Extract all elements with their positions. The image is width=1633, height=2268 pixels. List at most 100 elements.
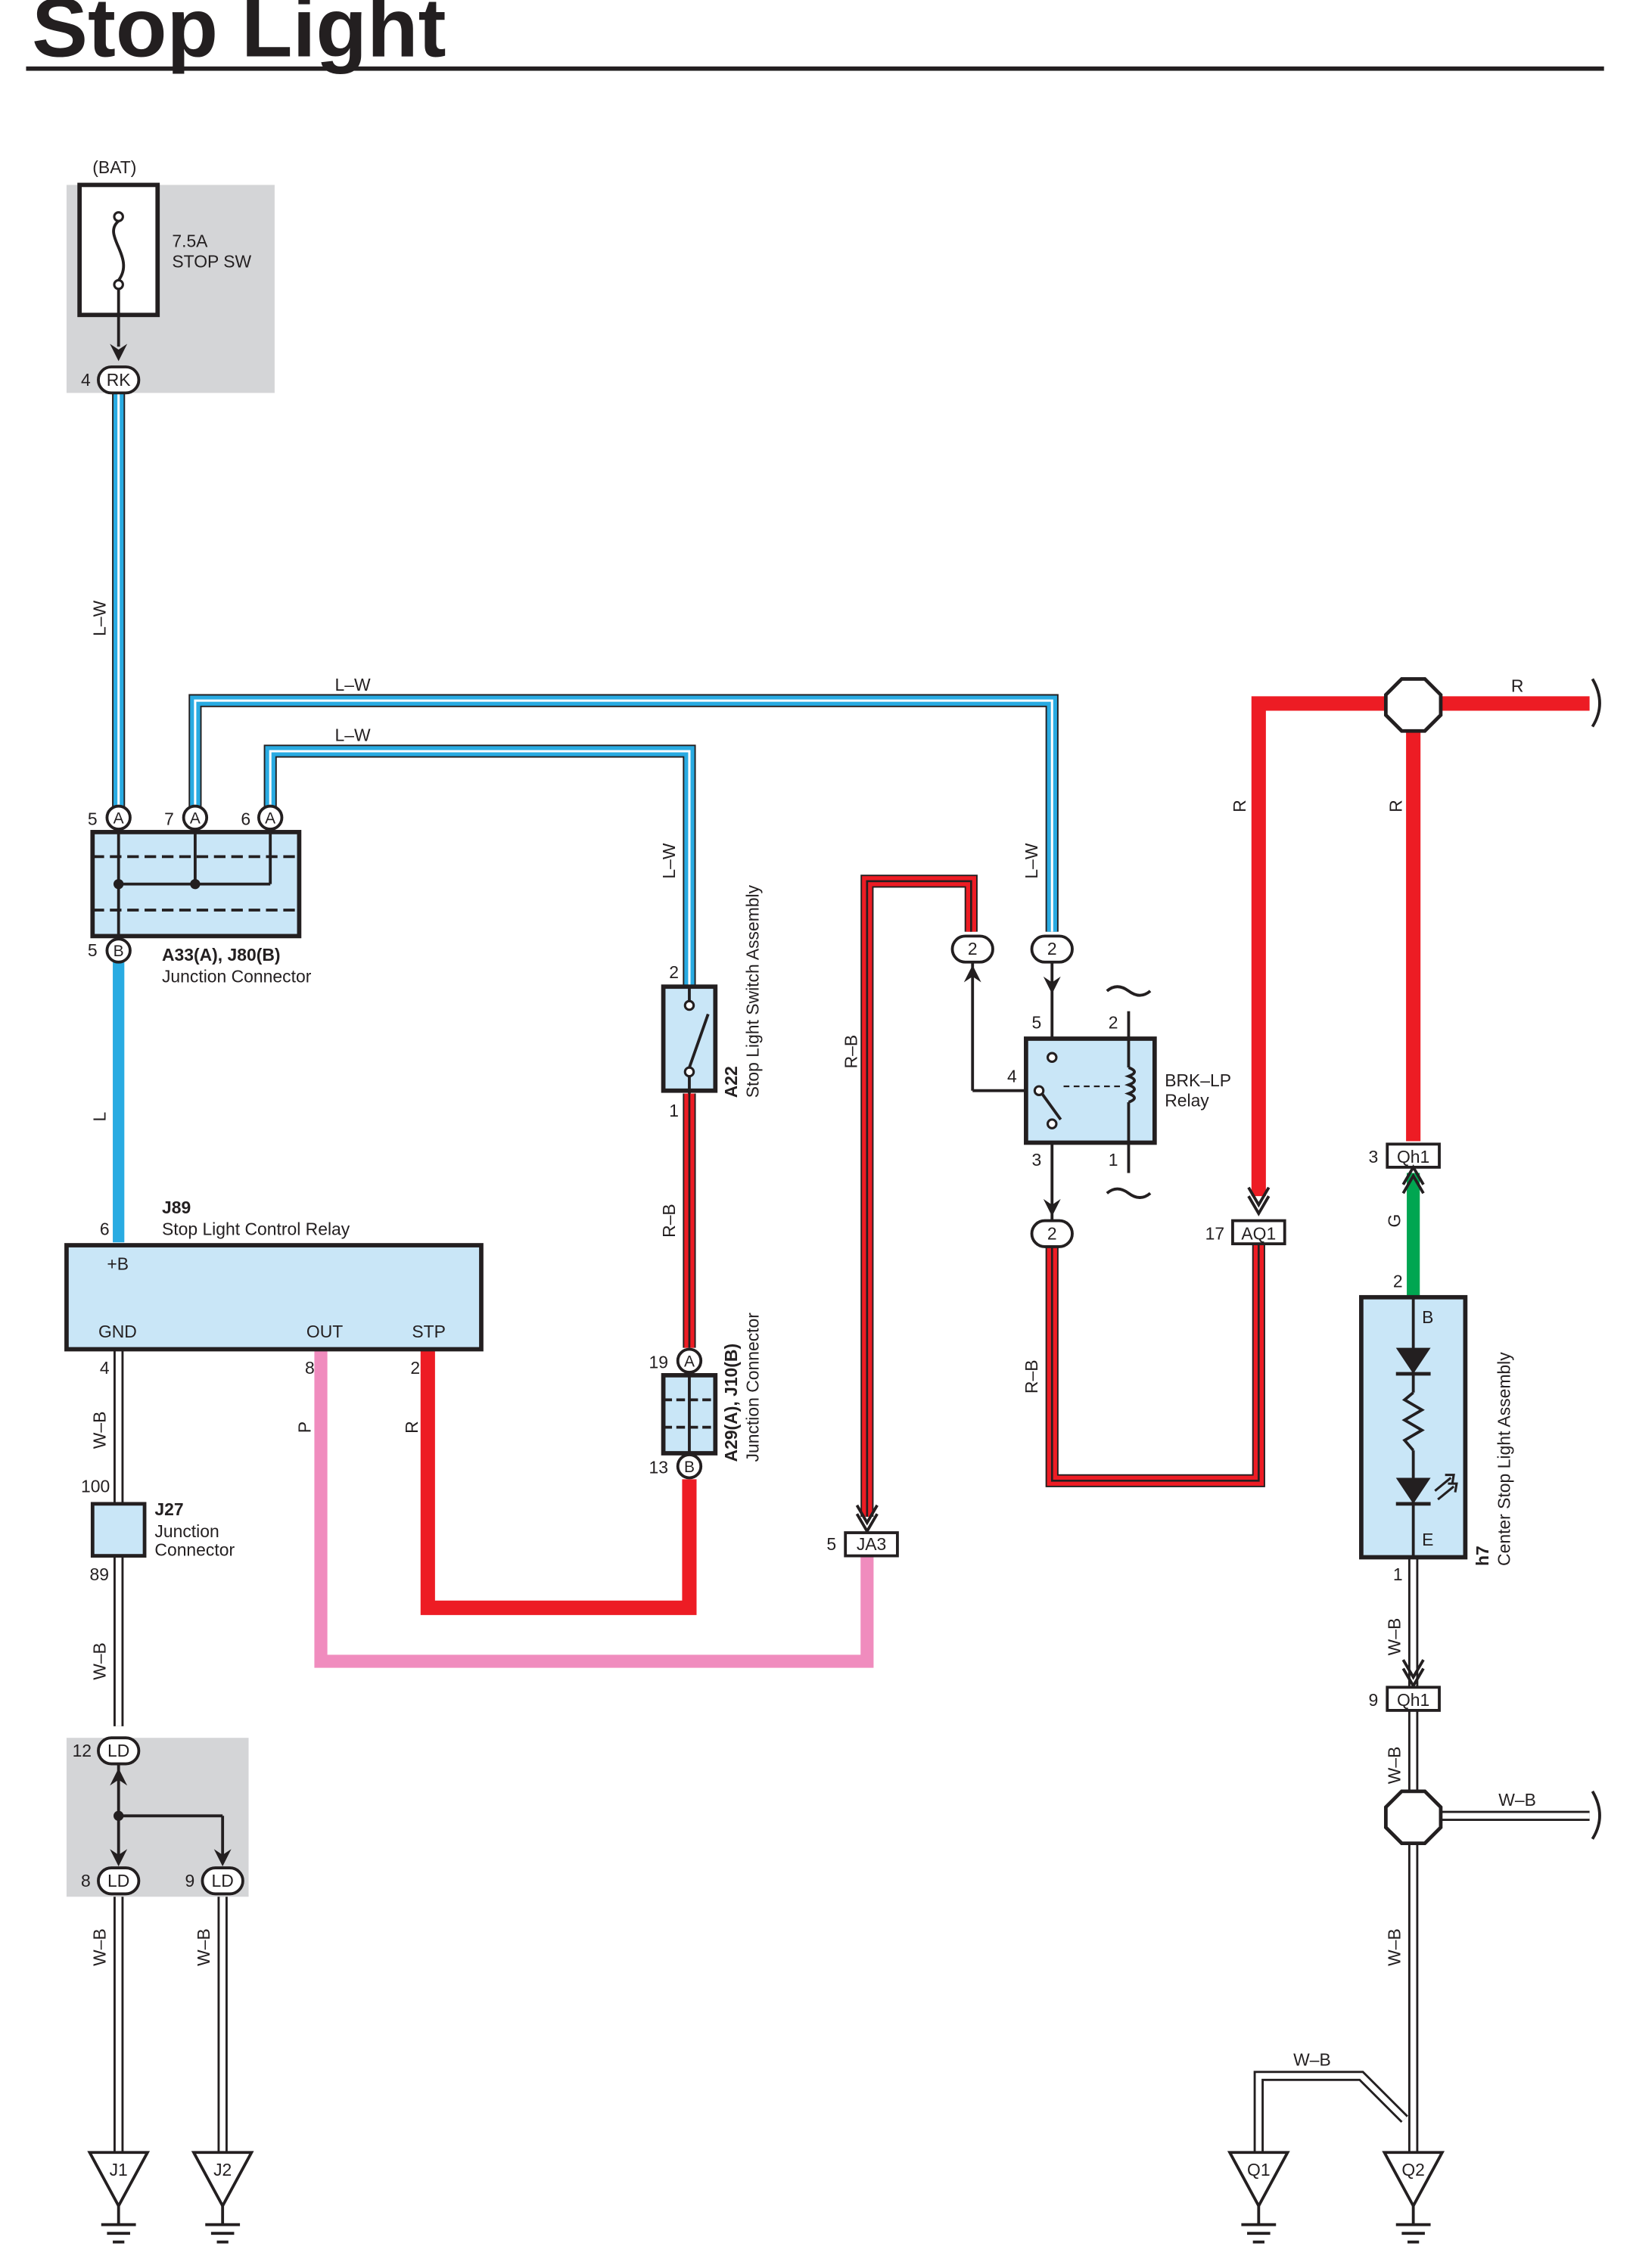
wire-label-wb-j1: W–B (89, 1928, 109, 1966)
ld-splice (110, 1763, 232, 1867)
a33-pin-5b-code: B (114, 943, 124, 960)
ld-right-code: LD (212, 1871, 234, 1891)
j89-id: J89 (162, 1198, 191, 1217)
qh1-top-connector (1386, 1142, 1441, 1169)
qh1-bottom-pin: 9 (1368, 1690, 1378, 1710)
j27-name-1: Junction (154, 1521, 219, 1541)
a22-pin-top: 2 (669, 962, 679, 982)
wire-label-r-main: R (1230, 800, 1249, 812)
h7-id: h7 (1473, 1546, 1492, 1566)
wire-p-out (314, 1350, 874, 1668)
a33-pin-7a (182, 804, 209, 831)
ground-j1-label: J1 (110, 2160, 128, 2179)
brk-pin-4: 4 (1007, 1066, 1017, 1086)
a33-pin-5a (105, 804, 132, 831)
brk-relay-desc: Relay (1165, 1091, 1209, 1111)
brk-pin-5: 5 (1032, 1013, 1042, 1033)
splice-bottom-icon (1383, 1789, 1443, 1845)
wire-label-wb-h7: W–B (1384, 1618, 1404, 1656)
a33-name: A33(A), J80(B) (162, 945, 281, 965)
brk-relay-wiring (963, 962, 1152, 1221)
j89-relay-box (64, 1243, 484, 1352)
wire-label-l: L (89, 1112, 109, 1122)
a22-name: Stop Light Switch Assembly (743, 884, 763, 1098)
wire-label-wb-j2: W–B (194, 1928, 213, 1966)
ld-connector-right (201, 1866, 244, 1896)
wire-label-lw-mid: L–W (334, 725, 370, 745)
brk-conn-left-label: 2 (968, 939, 978, 958)
ld-top-code: LD (107, 1741, 129, 1760)
wire-label-rb-ja3: R–B (841, 1035, 860, 1069)
fuse-source-label: (BAT) (92, 157, 136, 177)
qh1-bottom-code: Qh1 (1397, 1690, 1429, 1710)
ground-q2-icon (1382, 2151, 1445, 2244)
j27-pin-bottom: 89 (89, 1564, 108, 1584)
fuse-connector (97, 365, 141, 395)
fuse-icon (110, 211, 128, 362)
wire-wb-group (114, 1350, 1590, 2153)
j27-box (90, 1502, 147, 1558)
brk-pin-3: 3 (1032, 1150, 1042, 1170)
h7-pin-bottom: 1 (1393, 1564, 1403, 1584)
wire-lw-group (112, 393, 1059, 987)
page-title: Stop Light (32, 0, 446, 74)
fuse-pin-number: 4 (81, 370, 91, 390)
brk-relay-name: BRK–LP (1165, 1070, 1231, 1090)
j27-name-2: Connector (154, 1540, 235, 1560)
j89-gnd-label: GND (98, 1322, 137, 1341)
a33-desc: Junction Connector (162, 966, 312, 986)
a33-pin-6a-code: A (265, 809, 275, 827)
qh1-top-pin: 3 (1368, 1147, 1378, 1167)
ja3-connector (844, 1531, 899, 1558)
j89-out-label: OUT (306, 1322, 343, 1341)
ground-q2-label: Q2 (1401, 2160, 1425, 2179)
brk-conn-right-label: 2 (1047, 939, 1057, 958)
ld-right-pin: 9 (185, 1871, 195, 1891)
a29-pin-top-num: 19 (649, 1352, 667, 1372)
qh1-bottom-connector (1386, 1685, 1441, 1712)
wire-label-p: P (295, 1421, 315, 1433)
ground-j1-icon (87, 2151, 151, 2244)
wire-label-rb-a22: R–B (659, 1204, 679, 1238)
a29-pin-bottom-num: 13 (649, 1458, 667, 1477)
splice-top-icon (1383, 677, 1443, 733)
ld-left-code: LD (107, 1871, 129, 1891)
qh1-top-arrow (1401, 1164, 1425, 1195)
break-bottom-right (1591, 1790, 1601, 1840)
ja3-num: 5 (826, 1534, 836, 1554)
a33-pin-5a-code: A (114, 809, 124, 827)
a29-pin-top (676, 1347, 703, 1374)
a33-pin-6a (257, 804, 284, 831)
switch-icon (683, 986, 710, 1094)
wire-label-lw-a22: L–W (659, 843, 679, 878)
a29-desc: Junction Connector (743, 1313, 763, 1462)
ground-q1-label: Q1 (1247, 2160, 1271, 2179)
j89-name: Stop Light Control Relay (162, 1219, 350, 1239)
wire-rb-ja3 (860, 875, 978, 1518)
a33-pin-7a-code: A (190, 809, 201, 827)
fuse-connector-code: RK (107, 370, 132, 390)
j89-gnd-pin: 4 (100, 1358, 110, 1378)
wire-label-wb-q1: W–B (1293, 2050, 1331, 2070)
j89-out-pin: 8 (305, 1358, 315, 1378)
a33-pin-6a-num: 6 (241, 809, 250, 828)
a33-pin-5a-num: 5 (88, 809, 98, 828)
wire-rb-aq1 (1045, 1245, 1265, 1487)
a33-pin-5b-num: 5 (88, 940, 98, 960)
ja3-code: JA3 (857, 1534, 886, 1554)
a22-pin-bottom: 1 (669, 1101, 679, 1120)
fuse-name: STOP SW (172, 251, 251, 271)
aq1-code: AQ1 (1241, 1223, 1276, 1243)
j27-pin-top: 100 (81, 1477, 110, 1496)
wire-label-wb-gnd: W–B (89, 1412, 109, 1449)
junction-connector-a33 (90, 830, 302, 940)
brk-pin-1: 1 (1109, 1150, 1118, 1170)
ld-left-pin: 8 (81, 1871, 91, 1891)
ground-j2-icon (191, 2151, 254, 2244)
aq1-arrow (1247, 1186, 1271, 1216)
a29-pin-bottom-code: B (684, 1459, 695, 1476)
j89-stp-pin: 2 (410, 1358, 420, 1378)
a29-pin-bottom (676, 1453, 703, 1480)
wire-label-g: G (1384, 1214, 1404, 1228)
